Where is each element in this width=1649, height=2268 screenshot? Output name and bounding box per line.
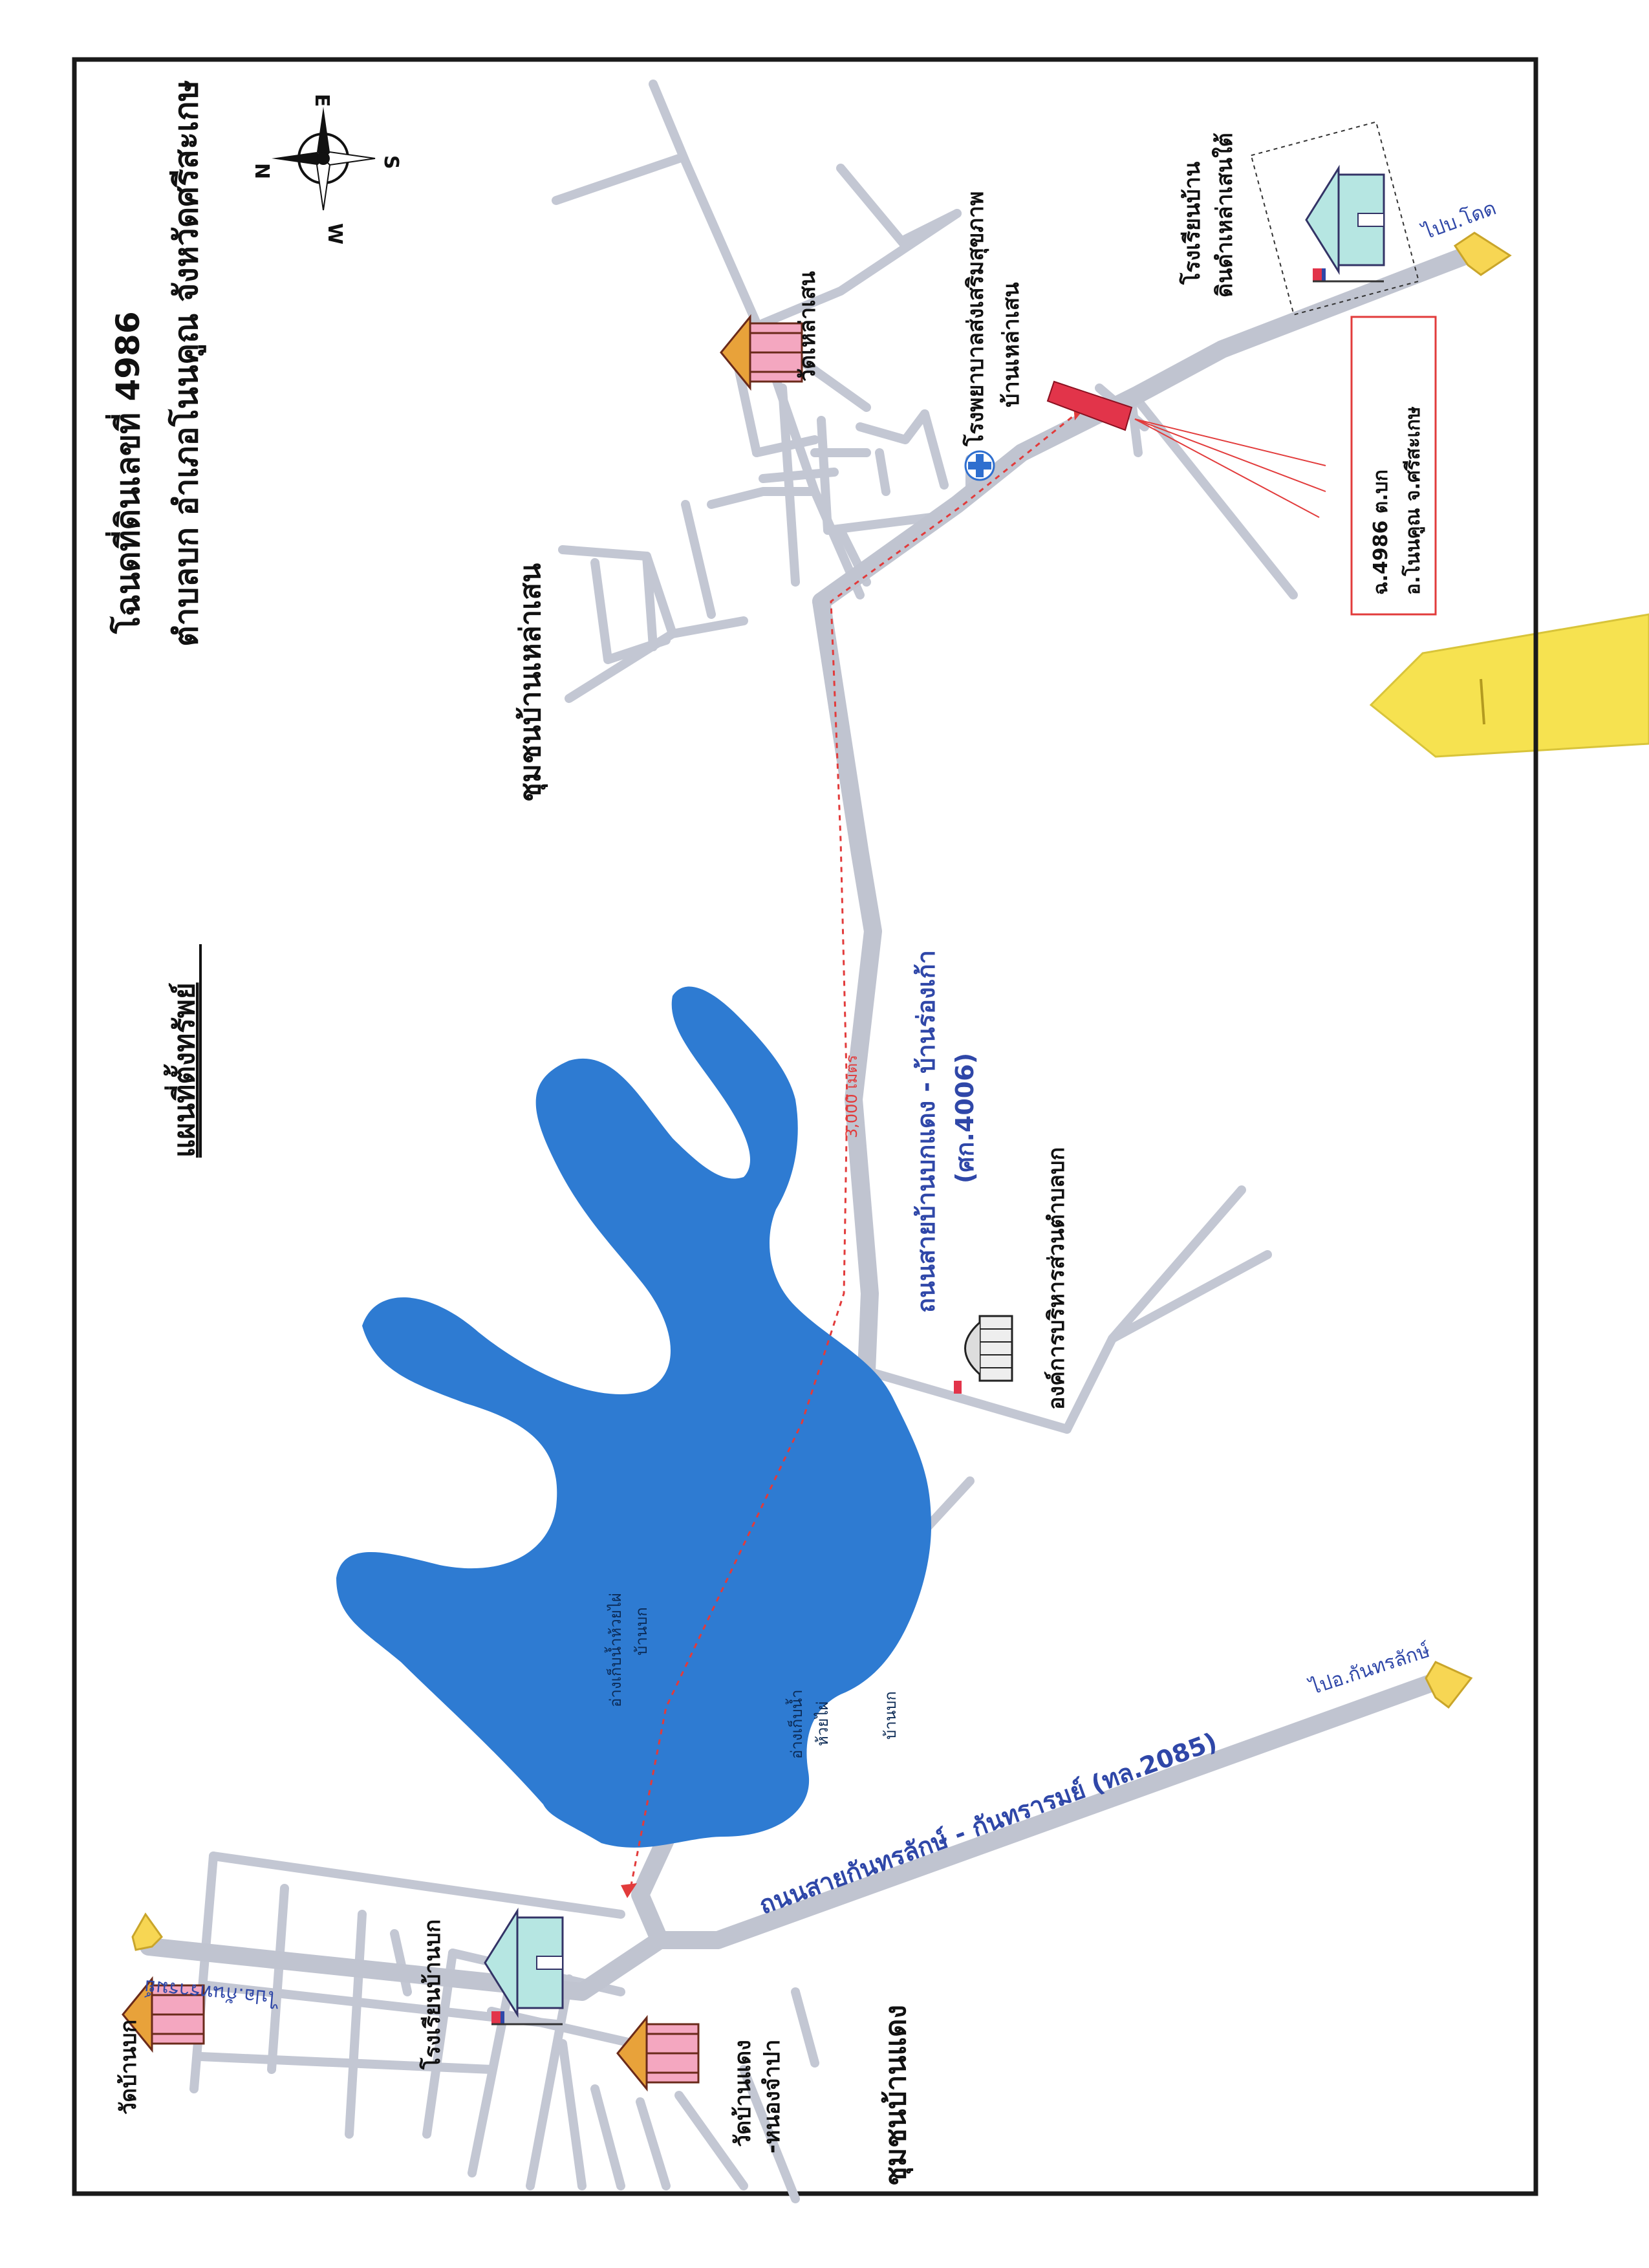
school-north-label-line1: โรงเรียนบ้าน <box>1179 162 1205 285</box>
hospital-cross-icon <box>964 450 995 481</box>
compass-north: N <box>250 163 273 179</box>
wat-ban-daeng-label-line1: วัดบ้านแดง <box>730 2040 756 2147</box>
wat-ban-bok-label: วัดบ้านบก <box>116 2020 142 2115</box>
route-dotted-line <box>629 409 1081 1889</box>
minor-roads <box>189 80 1298 2203</box>
government-office-icon <box>954 1315 1013 1394</box>
temple-icon <box>616 2014 700 2092</box>
title-line1: โฉนดที่ดินเลขที่ 4986 <box>105 311 147 634</box>
reservoir-small-label-line3: บ้านบก <box>881 1691 900 1740</box>
hospital-label-line1: โรงพยาบาลส่งเสริมสุขภาพ <box>962 191 989 447</box>
tag-clip <box>1480 678 1485 725</box>
main-road-label-line2: (ศก.4006) <box>951 1053 979 1183</box>
map-label: แผนที่ตั้งทรัพย์ <box>163 982 201 1158</box>
arrow-to-kantharalak <box>1425 1661 1473 1709</box>
temple-icon <box>720 314 803 391</box>
to-dok-label: ไปบ.โดด <box>1419 196 1500 244</box>
community-ban-daeng: ชุมชนบ้านแดง <box>879 2005 914 2186</box>
compass-south: S <box>380 155 402 169</box>
parcel-label-box <box>1350 316 1437 616</box>
parcel-callout-lines <box>1134 418 1326 518</box>
hospital-label-line2: บ้านเหล่าเสน <box>998 283 1024 408</box>
main-road-label-line1: ถนนสายบ้านบกแดง - บ้านร่องเก้า <box>912 950 940 1313</box>
kantharalak-road-label: ถนนสายกันทรลักษ์ - กันทรารมย์ (ทล.2085) <box>755 1727 1221 1920</box>
compass-east: E <box>310 94 333 107</box>
compass-rose-icon <box>272 107 376 211</box>
school-north-label-line2: ดินดำเหล่าเสนใต้ <box>1211 133 1238 297</box>
school-icon <box>484 1907 564 2025</box>
main-roads <box>140 243 1483 2001</box>
wat-lao-saen-label: วัดเหล่าเสน <box>795 271 821 382</box>
route-arrow-end <box>621 1883 637 1898</box>
school-ban-bok-label: โรงเรียนบ้านบก <box>419 1919 446 2070</box>
parcel-label-line1: ฉ.4986 ต.บก <box>1370 470 1392 595</box>
school-icon <box>1305 164 1385 283</box>
temple-icon <box>122 1976 205 2053</box>
parcel-label-line2: อ.โนนคูณ จ.ศรีสะเกษ <box>1401 406 1425 595</box>
reservoir-small-label-line2: ห้วยไผ่ <box>814 1701 832 1747</box>
arrow-to-dok <box>1453 232 1512 276</box>
school-north-boundary <box>1250 121 1420 316</box>
compass-west: W <box>323 223 346 244</box>
reservoir-big-label-line2: บ้านบก <box>632 1607 651 1656</box>
map-frame <box>72 57 1538 2196</box>
yellow-sticky-tag <box>1369 613 1649 758</box>
sao-office-label: องค์การบริหารส่วนตำบลบก <box>1044 1147 1070 1410</box>
arrow-to-kantharalom <box>131 1912 163 1951</box>
community-lao-saen: ชุมชนบ้านเหล่าเสน <box>514 563 548 802</box>
reservoir-big-label-line1: อ่างเก็บน้ำห้วยไผ่ <box>604 1593 625 1707</box>
distance-label: 3,000 เมตร <box>843 1055 861 1138</box>
reservoir-small-label-line1: อ่างเก็บน้ำ <box>785 1690 806 1759</box>
reservoir-huai-phai <box>336 986 931 1848</box>
property-parcel <box>1046 380 1133 431</box>
title-line2: ตำบลบก อำเภอโนนคูณ จังหวัดศรีสะเกษ <box>167 80 206 647</box>
wat-ban-daeng-label-line2: -หนองจำปา <box>759 2040 785 2154</box>
